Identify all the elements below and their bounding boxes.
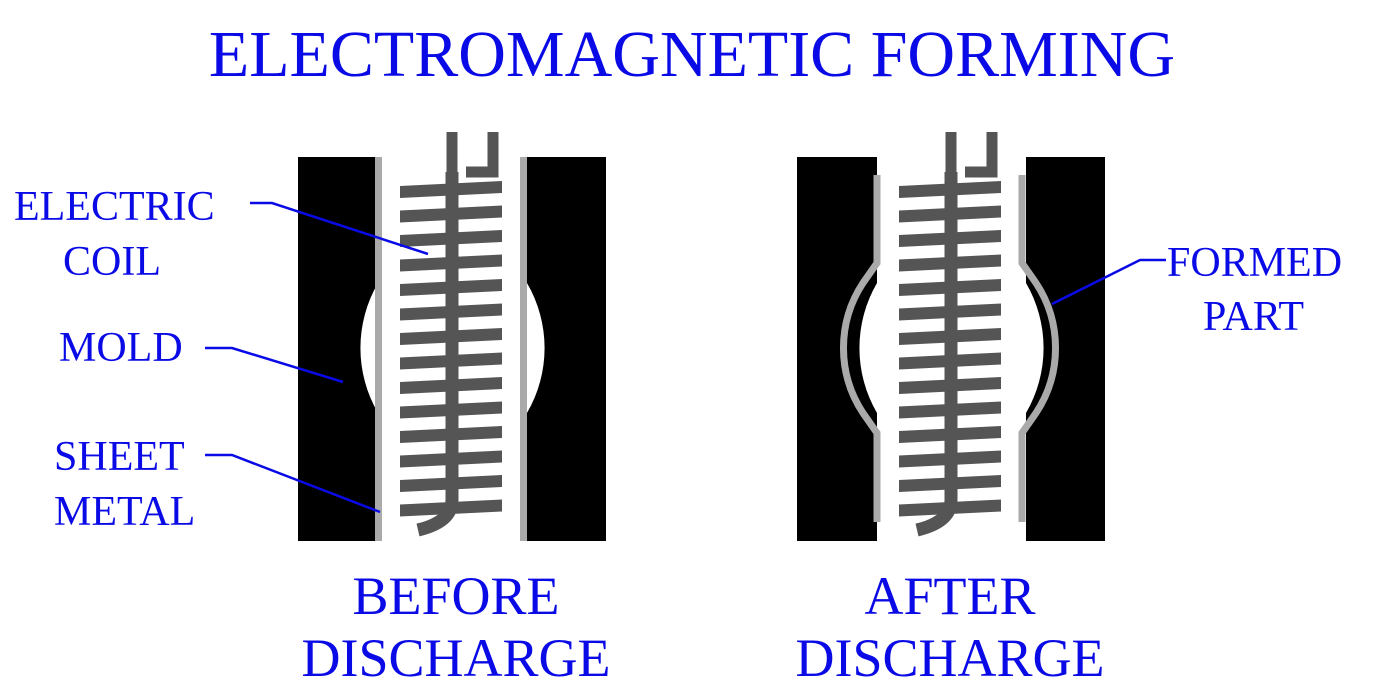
after-discharge-panel — [797, 132, 1105, 541]
formed-part-left-after — [839, 175, 881, 522]
sheet-metal-label-line1: SHEET — [54, 434, 185, 480]
mold-right-after — [1026, 157, 1105, 541]
coil-turn — [899, 475, 1001, 492]
coil-turn — [400, 181, 502, 198]
sheet-metal-label-line2: METAL — [54, 489, 195, 535]
coil-turn — [899, 230, 1001, 247]
coil-turn — [400, 426, 502, 443]
mold-right-before — [527, 157, 606, 541]
formed-part-label-line1: FORMED — [1167, 240, 1342, 286]
mold-label: MOLD — [59, 325, 183, 371]
coil-turn — [400, 499, 502, 517]
coil-turn — [400, 303, 502, 321]
formed-part-leader — [1051, 258, 1166, 306]
coil-turn — [899, 401, 1001, 419]
after-caption-line1: AFTER — [864, 566, 1035, 626]
coil-lead-wires — [446, 132, 499, 178]
before-discharge-panel — [298, 132, 606, 541]
coil-turn — [899, 181, 1001, 198]
coil-turn — [899, 352, 1001, 370]
coil-turn — [899, 254, 1001, 272]
coil-spine — [915, 172, 958, 537]
formed-part-label-line2: PART — [1203, 294, 1304, 340]
sheet-metal-right-before — [520, 157, 527, 541]
mold-leader — [205, 346, 344, 384]
coil-turn — [899, 279, 1001, 296]
mold-left-after — [797, 157, 877, 541]
coil-turn — [899, 303, 1001, 321]
before-caption-line1: BEFORE — [352, 566, 559, 626]
diagram-title: ELECTROMAGNETIC FORMING — [209, 18, 1175, 91]
coil-turn — [400, 352, 502, 370]
coil-turn — [400, 475, 502, 492]
mold-left-before — [298, 157, 378, 541]
coil-turn — [899, 328, 1001, 345]
before-caption-line2: DISCHARGE — [301, 628, 610, 688]
coil-turn — [400, 205, 502, 223]
coil-turn — [400, 230, 502, 247]
coil-lead-wires — [945, 132, 998, 178]
sheet-metal-left-before — [375, 157, 382, 541]
coil-turn — [400, 279, 502, 296]
coil-turn — [899, 377, 1001, 394]
coil-turn — [899, 205, 1001, 223]
coil-turn — [899, 450, 1001, 468]
coil-turn — [899, 426, 1001, 443]
after-caption-line2: DISCHARGE — [795, 628, 1104, 688]
coil-turn — [400, 450, 502, 468]
sheet-metal-leader — [205, 453, 381, 514]
electric-coil-before — [400, 132, 502, 537]
coil-turn — [400, 377, 502, 394]
coil-turn — [400, 254, 502, 272]
electric-coil-label-line2: COIL — [63, 239, 161, 285]
coil-spine — [416, 172, 459, 537]
formed-part-right-after — [1018, 175, 1060, 522]
electric-coil-label-line1: ELECTRIC — [14, 184, 215, 230]
coil-turn — [400, 401, 502, 419]
electric-coil-leader — [250, 201, 429, 256]
electric-coil-after — [899, 132, 1001, 537]
coil-turn — [899, 499, 1001, 517]
coil-turn — [400, 328, 502, 345]
